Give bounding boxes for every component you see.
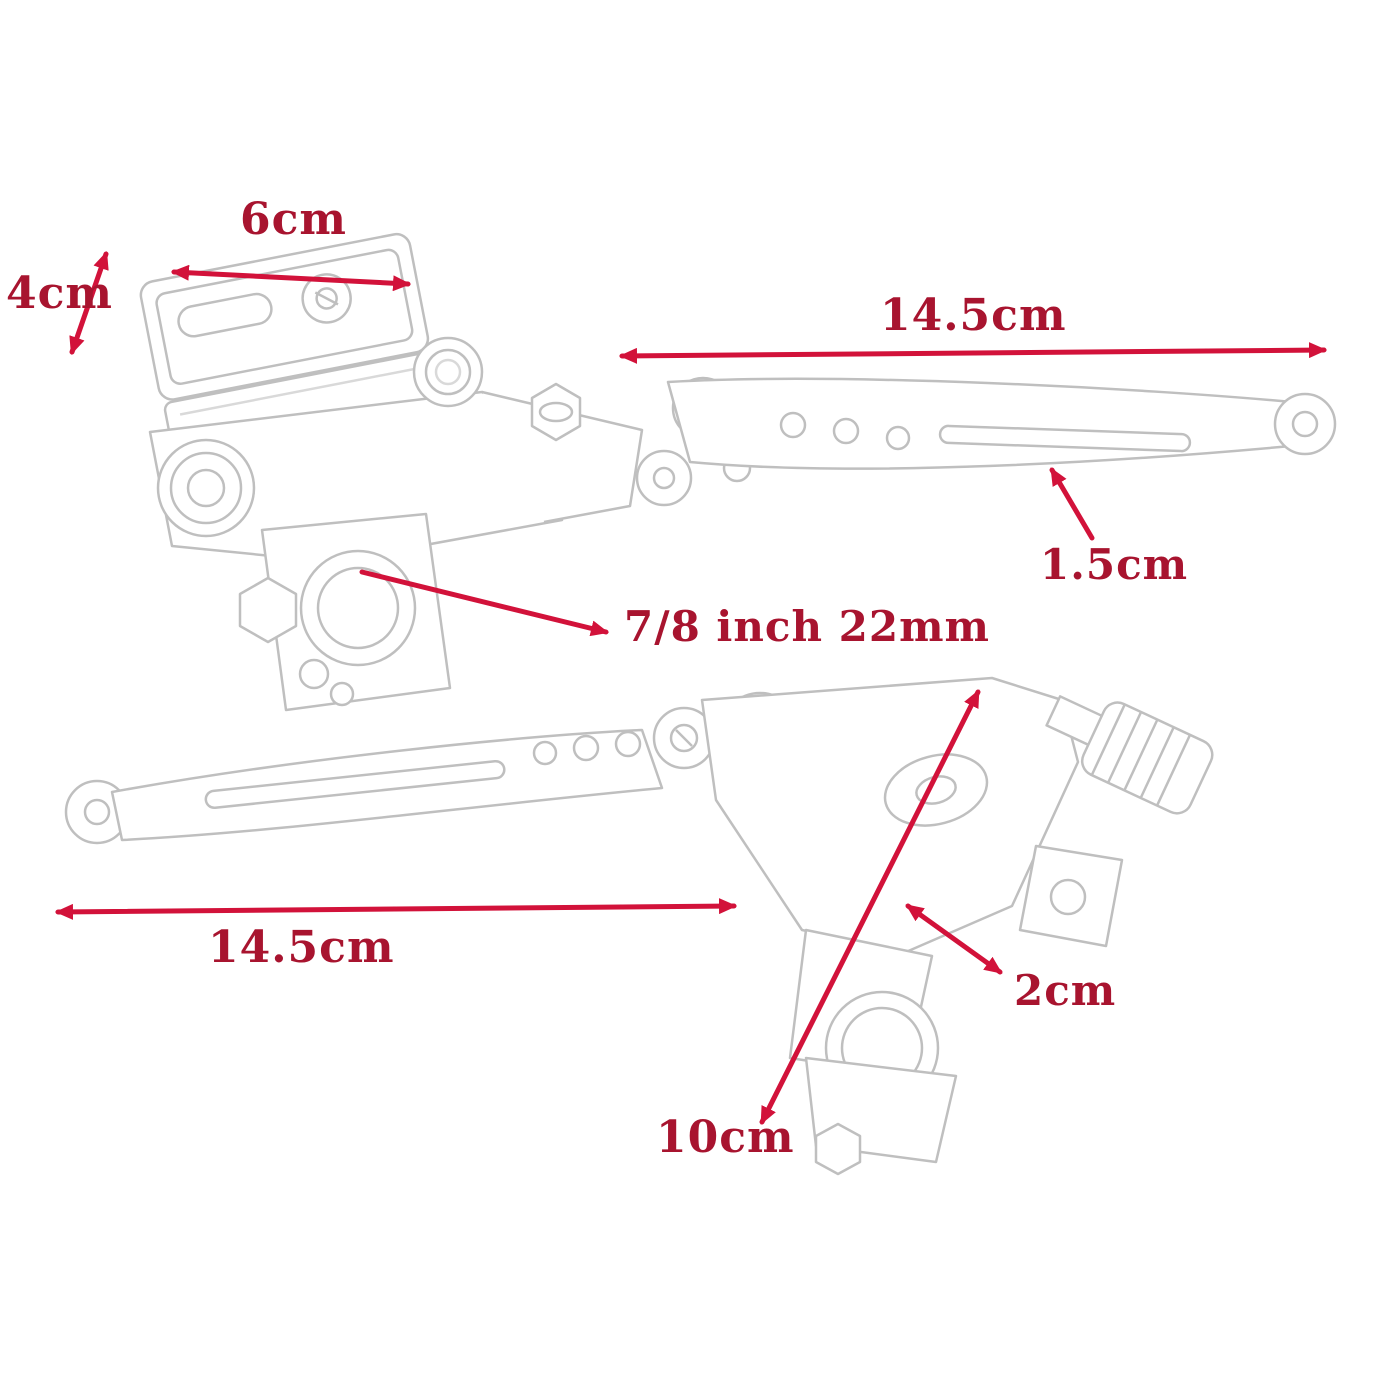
label-lever-length-bottom: 14.5cm <box>208 922 395 973</box>
label-body-thickness: 2cm <box>1014 966 1117 1015</box>
arrow-handlebar-diameter <box>359 569 609 637</box>
label-body-height: 10cm <box>656 1112 795 1163</box>
leader-blade-width <box>1049 467 1095 541</box>
arrow-lever-length-top <box>619 342 1327 364</box>
label-lever-length-top: 14.5cm <box>880 290 1067 341</box>
label-handlebar-diameter: 7/8 inch 22mm <box>624 602 990 651</box>
arrow-reservoir-depth <box>69 251 109 355</box>
arrow-body-height <box>759 689 981 1125</box>
label-reservoir-depth: 4cm <box>6 268 113 319</box>
dimension-arrows <box>55 251 1327 1125</box>
arrow-reservoir-width <box>171 264 411 292</box>
label-lever-blade-width: 1.5cm <box>1040 540 1189 589</box>
adjuster-knob-sketch <box>1045 695 1214 815</box>
arrow-lever-length-bottom <box>55 898 737 920</box>
top-lever-sketch <box>139 232 1337 712</box>
label-reservoir-width: 6cm <box>240 194 347 245</box>
